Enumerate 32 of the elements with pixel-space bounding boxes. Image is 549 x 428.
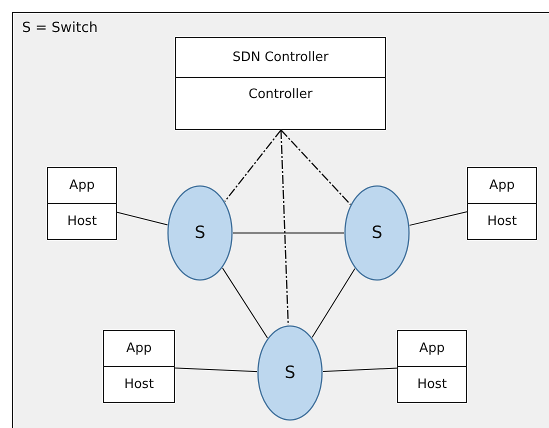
switch-ellipse: [167, 185, 233, 281]
control-link: [280, 130, 289, 326]
node-label: App: [418, 340, 446, 358]
switch-label: S: [372, 223, 382, 243]
link-line: [322, 368, 398, 372]
link-line: [222, 268, 268, 338]
node-label: Host: [468, 203, 536, 239]
control-link: [280, 130, 351, 205]
switch-ellipse: [344, 185, 410, 281]
control-link: [224, 130, 282, 202]
switch-label: S: [194, 223, 206, 243]
link-line: [116, 212, 168, 226]
legend-note: S = Switch: [22, 20, 98, 36]
node-label: App: [68, 177, 96, 195]
switch-label: S: [284, 363, 296, 383]
link-line: [409, 211, 468, 226]
controller-label: SDN Controller: [231, 49, 330, 67]
controller-label: Controller: [176, 77, 385, 141]
link-line: [312, 268, 356, 338]
node-label: App: [488, 177, 516, 195]
node-label: Host: [398, 366, 466, 402]
host-box: [467, 167, 537, 240]
link-line: [232, 232, 344, 234]
switch-ellipse: [257, 325, 323, 421]
host-box: [103, 330, 175, 403]
node-label: Host: [48, 203, 116, 239]
controller-box: [175, 37, 386, 130]
node-label: App: [125, 340, 153, 358]
node-label: Host: [104, 366, 174, 402]
link-line: [174, 368, 258, 372]
host-box: [47, 167, 117, 240]
host-box: [397, 330, 467, 403]
